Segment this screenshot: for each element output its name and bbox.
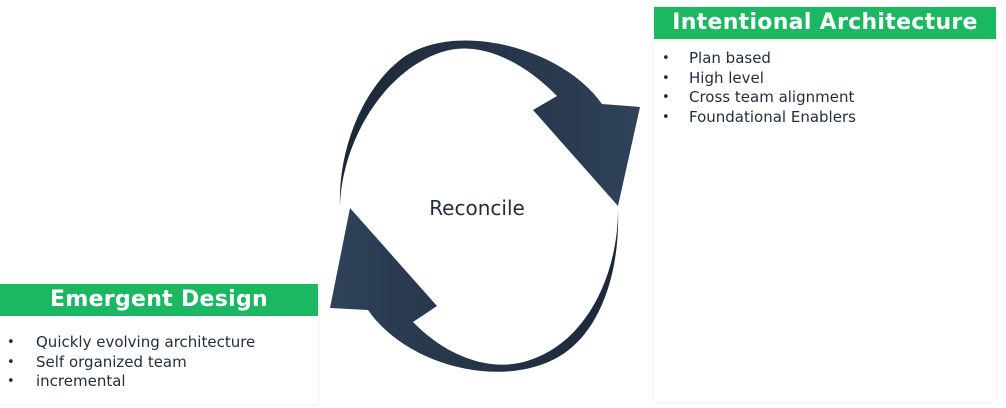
emergent-design-panel: Emergent Design • Quickly evolving archit… [0, 284, 318, 404]
bullet-icon: • [662, 51, 670, 66]
list-item-text: Quickly evolving architecture [36, 333, 256, 351]
reconcile-label: Reconcile [429, 196, 525, 220]
intentional-architecture-title: Intentional Architecture [654, 7, 996, 39]
top-cycle-arrow [339, 40, 640, 207]
list-item: • Foundational Enablers [662, 108, 996, 128]
bullet-icon: • [662, 109, 670, 125]
bullet-icon: • [662, 70, 670, 86]
list-item-text: High level [689, 68, 764, 87]
list-item-text: Cross team alignment [689, 88, 855, 106]
emergent-design-title: Emergent Design [0, 284, 318, 316]
intentional-architecture-list: • Plan based • High level • Cross team alig… [654, 39, 996, 127]
list-item-text: incremental [36, 372, 126, 390]
bullet-icon: • [7, 335, 15, 350]
list-item: • High level [662, 69, 996, 89]
list-item: • incremental [7, 372, 318, 392]
emergent-design-list: • Quickly evolving architecture • Self org… [0, 316, 318, 392]
bullet-icon: • [7, 374, 15, 389]
intentional-architecture-panel: Intentional Architecture • Plan based • Hi… [654, 7, 996, 402]
list-item-text: Plan based [689, 49, 771, 67]
bullet-icon: • [7, 354, 15, 370]
bottom-cycle-arrow [330, 208, 619, 372]
list-item: • Cross team alignment [662, 88, 996, 108]
list-item: • Self organized team [7, 353, 318, 373]
list-item-text: Foundational Enablers [689, 107, 856, 126]
list-item-text: Self organized team [36, 352, 187, 371]
list-item: • Quickly evolving architecture [7, 333, 318, 353]
list-item: • Plan based [662, 49, 996, 69]
bullet-icon: • [662, 90, 670, 105]
